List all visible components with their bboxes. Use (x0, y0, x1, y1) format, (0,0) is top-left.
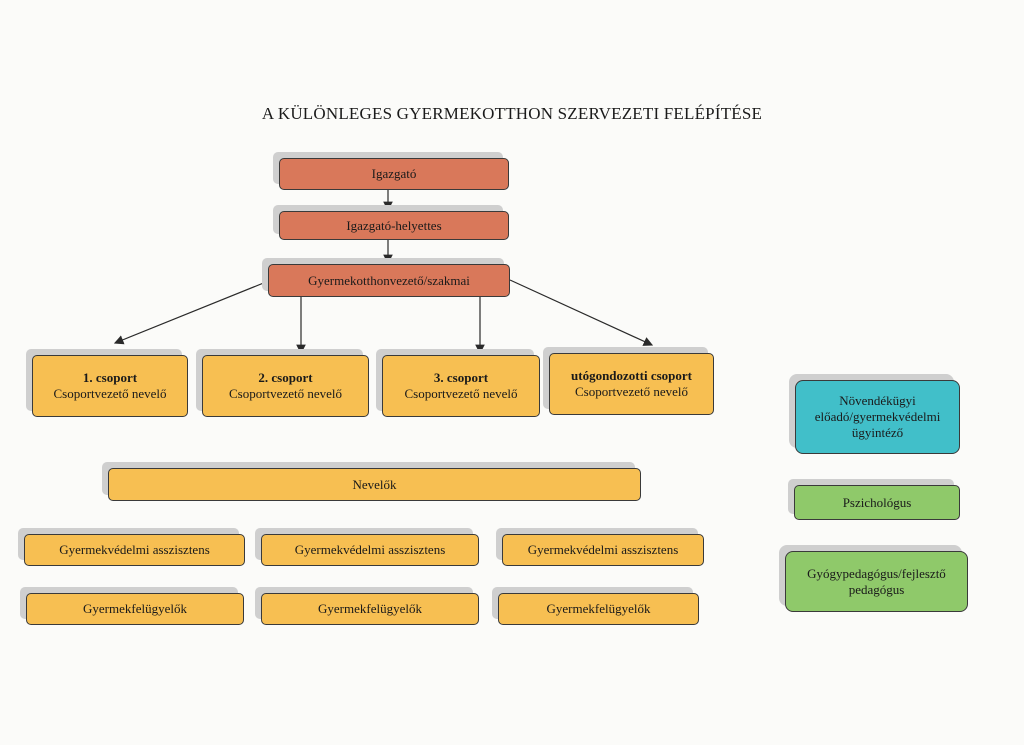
welfare-officer-box: Növendékügyi előadó/gyermekvédelmi ügyin… (795, 380, 960, 454)
educators-label: Nevelők (352, 476, 397, 492)
deputy-director-box: Igazgató-helyettes (279, 211, 509, 240)
group-2-box: 2. csoport Csoportvezető nevelő (202, 355, 369, 417)
supervisor-box-2: Gyermekfelügyelők (261, 593, 479, 625)
special-educator-line-1: Gyógypedagógus/fejlesztő (807, 565, 946, 581)
supervisor-label: Gyermekfelügyelők (83, 601, 187, 616)
group-role: Csoportvezető nevelő (53, 386, 167, 401)
head-box: Gyermekotthonvezető/szakmai (268, 264, 510, 297)
special-educator-box: Gyógypedagógus/fejlesztő pedagógus (785, 551, 968, 612)
supervisor-box-1: Gyermekfelügyelők (26, 593, 244, 625)
psychologist-box: Pszichológus (794, 485, 960, 520)
assistant-label: Gyermekvédelmi asszisztens (527, 542, 679, 557)
assistant-box-3: Gyermekvédelmi asszisztens (502, 534, 704, 566)
assistant-label: Gyermekvédelmi asszisztens (294, 542, 446, 557)
assistant-label: Gyermekvédelmi asszisztens (59, 542, 210, 557)
director-box: Igazgató (279, 158, 509, 190)
director-label: Igazgató (371, 166, 417, 181)
group-role: Csoportvezető nevelő (229, 386, 342, 401)
welfare-line-1: Növendékügyi (839, 393, 916, 408)
assistant-box-1: Gyermekvédelmi asszisztens (24, 534, 245, 566)
chart-title: A KÜLÖNLEGES GYERMEKOTTHON SZERVEZETI FE… (261, 104, 763, 123)
supervisor-label: Gyermekfelügyelők (546, 601, 651, 616)
group-name: 3. csoport (433, 370, 489, 385)
psychologist-label: Pszichológus (842, 494, 912, 510)
educators-box: Nevelők (108, 468, 641, 501)
supervisor-label: Gyermekfelügyelők (318, 601, 422, 616)
group-1-box: 1. csoport Csoportvezető nevelő (32, 355, 188, 417)
group-name: 1. csoport (82, 370, 138, 385)
welfare-line-2: előadó/gyermekvédelmi (814, 409, 941, 424)
special-educator-line-2: pedagógus (848, 581, 905, 597)
group-name: 2. csoport (258, 370, 313, 385)
group-name: utógondozotti csoport (571, 368, 692, 383)
deputy-director-label: Igazgató-helyettes (346, 217, 442, 233)
assistant-box-2: Gyermekvédelmi asszisztens (261, 534, 479, 566)
supervisor-box-3: Gyermekfelügyelők (498, 593, 699, 625)
aftercare-group-box: utógondozotti csoport Csoportvezető neve… (549, 353, 714, 415)
welfare-line-3: ügyintéző (851, 425, 904, 440)
head-label: Gyermekotthonvezető/szakmai (308, 272, 470, 288)
group-3-box: 3. csoport Csoportvezető nevelő (382, 355, 540, 417)
group-role: Csoportvezető nevelő (575, 384, 688, 399)
group-role: Csoportvezető nevelő (404, 386, 518, 401)
arrow-head-group4 (509, 279, 654, 346)
arrow-head-group1 (113, 281, 267, 345)
